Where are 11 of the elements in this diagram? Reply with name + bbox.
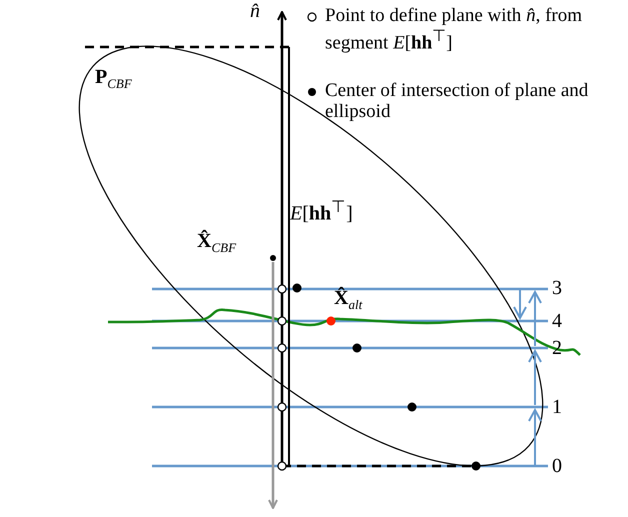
estimate-label: X̂$_{CBF}$: [197, 230, 236, 257]
legend-text: Center of intersection of plane and ellipsoid: [325, 80, 590, 122]
legend-text: Point to define plane with n̂, from segment E[hh$^{⊤}$]: [325, 5, 583, 54]
axis-label: n̂: [250, 0, 260, 22]
plane-number: 4: [552, 310, 562, 332]
point-label: X̂$_{alt}$: [334, 287, 362, 314]
plane-number: 0: [552, 455, 562, 477]
segment-label: E[hh$^{⊤}$]: [290, 196, 353, 225]
plane-number: 3: [552, 277, 562, 299]
ellipsoid-label: P$_{CBF}$: [95, 66, 132, 93]
plane-number: 1: [552, 396, 562, 418]
